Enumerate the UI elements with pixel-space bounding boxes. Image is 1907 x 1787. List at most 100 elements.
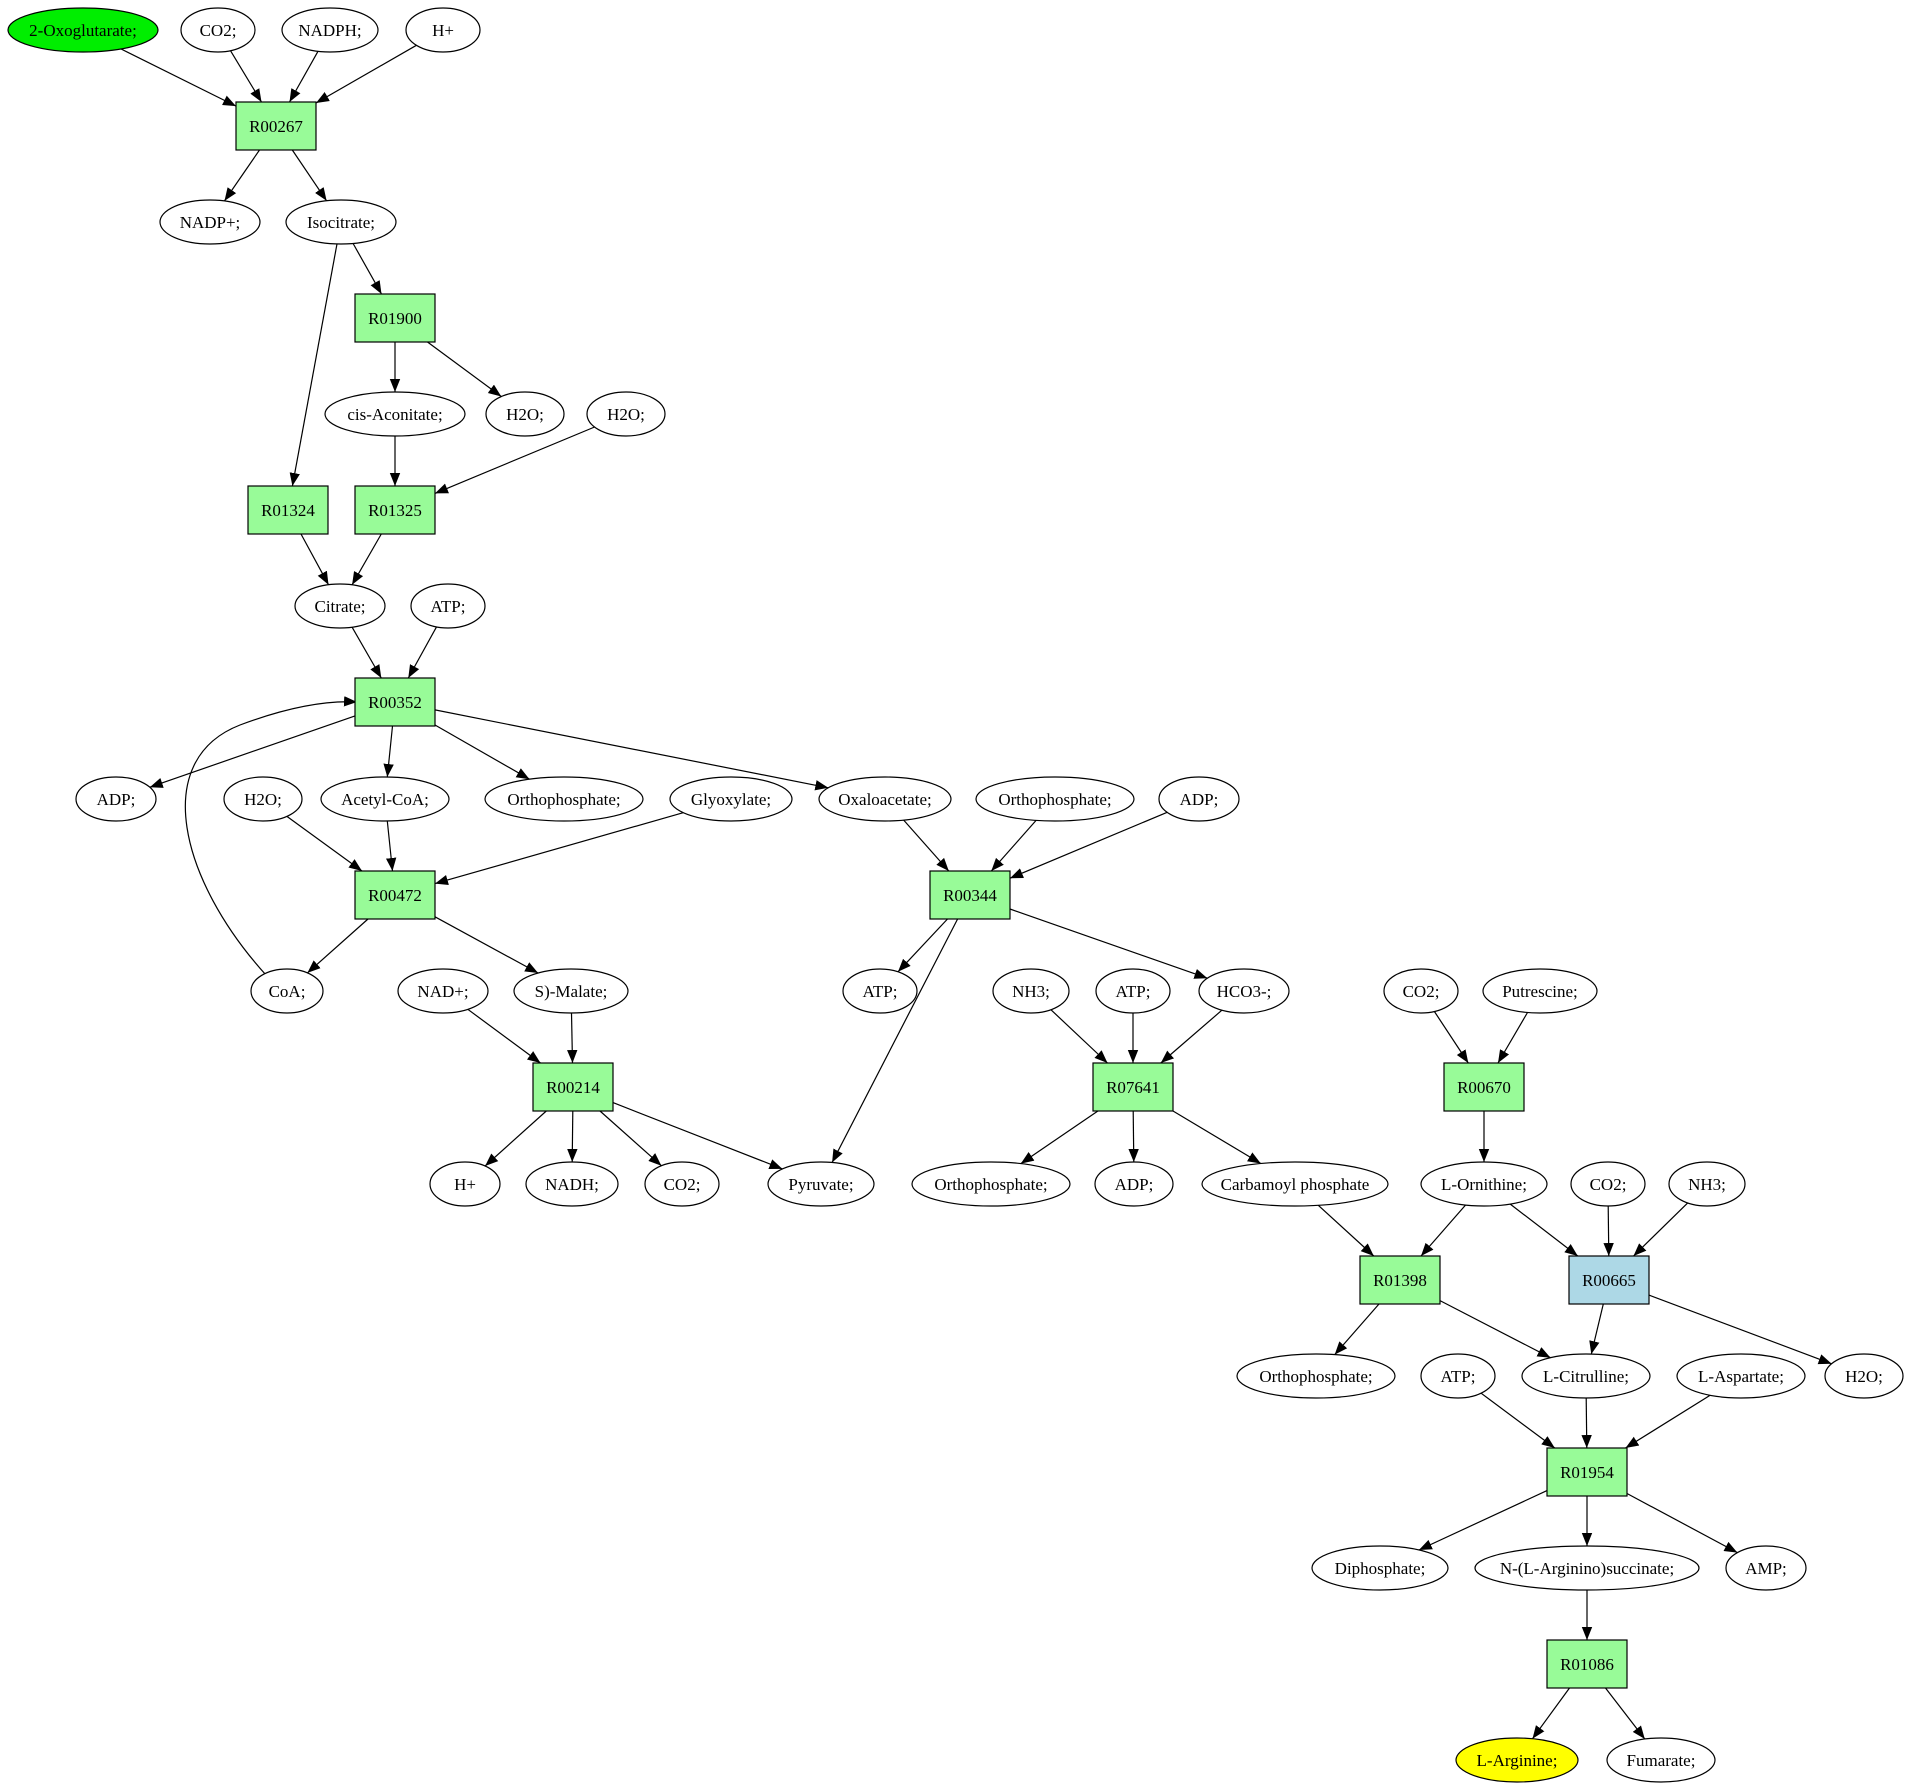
node-R00267: R00267 xyxy=(235,101,317,151)
node-R01954: R01954 xyxy=(1546,1447,1628,1497)
edge-co2_b-to-R00670 xyxy=(1433,1011,1469,1064)
node-label: H2O; xyxy=(607,405,645,424)
compound-ellipse xyxy=(1158,776,1240,822)
edge-R07641-to-orthophosphate_c xyxy=(1020,1110,1099,1165)
node-label: Putrescine; xyxy=(1502,982,1578,1001)
node-hplus_b: H+ xyxy=(429,1161,501,1207)
node-co2_d: CO2; xyxy=(1570,1161,1646,1207)
node-atp_a: ATP; xyxy=(410,583,486,629)
edge-nh3_a-to-R07641 xyxy=(1050,1009,1108,1064)
node-label: CoA; xyxy=(269,982,306,1001)
node-R07641: R07641 xyxy=(1092,1062,1174,1112)
edge-atp_a-to-R00352 xyxy=(407,626,438,679)
node-nh3_a: NH3; xyxy=(992,968,1070,1014)
node-nad: NAD+; xyxy=(397,968,489,1014)
node-label: 2-Oxoglutarate; xyxy=(29,21,137,40)
node-citrate: Citrate; xyxy=(294,583,386,629)
node-label: ADP; xyxy=(97,790,136,809)
edge-isocitrate-to-R01900 xyxy=(352,243,383,295)
node-R00665: R00665 xyxy=(1568,1255,1650,1305)
reaction-box xyxy=(1443,1062,1525,1112)
compound-ellipse xyxy=(1668,1161,1746,1207)
node-h2o_d: H2O; xyxy=(1824,1353,1904,1399)
reaction-box xyxy=(354,870,436,920)
edge-h2o_c-to-R00472 xyxy=(286,815,363,872)
node-label: Acetyl-CoA; xyxy=(341,790,429,809)
edge-R00352-to-orthophosphate_a xyxy=(434,724,530,780)
edge-R01325-to-citrate xyxy=(351,533,382,586)
node-label: L-Arginine; xyxy=(1477,1751,1558,1770)
reaction-box xyxy=(1546,1447,1628,1497)
node-label: R01900 xyxy=(368,309,422,328)
edge-R01086-to-arginine xyxy=(1532,1687,1570,1740)
edge-nad-to-R00214 xyxy=(467,1008,541,1064)
node-label: NADPH; xyxy=(298,21,361,40)
edge-R07641-to-carbamoyl xyxy=(1172,1110,1262,1165)
node-label: cis-Aconitate; xyxy=(347,405,442,424)
edge-R01398-to-orthophosphate_d xyxy=(1334,1303,1380,1355)
edge-aspartate-to-R01954 xyxy=(1625,1394,1711,1449)
node-label: AMP; xyxy=(1745,1559,1787,1578)
node-label: Diphosphate; xyxy=(1335,1559,1426,1578)
compound-ellipse xyxy=(1676,1353,1806,1399)
compound-ellipse xyxy=(1420,1353,1496,1399)
node-label: R00472 xyxy=(368,886,422,905)
reaction-box xyxy=(1568,1255,1650,1305)
node-label: L-Aspartate; xyxy=(1698,1367,1784,1386)
node-label: H+ xyxy=(454,1175,476,1194)
compound-ellipse xyxy=(250,968,324,1014)
node-nadph: NADPH; xyxy=(281,7,379,53)
node-label: Orthophosphate; xyxy=(934,1175,1047,1194)
compound-ellipse xyxy=(180,7,256,53)
node-nadh: NADH; xyxy=(525,1161,619,1207)
edge-R00352-to-acetylcoa xyxy=(383,725,394,778)
node-label: ATP; xyxy=(1116,982,1151,1001)
edge-R01324-to-citrate xyxy=(300,533,330,585)
node-arginosuccinate: N-(L-Arginino)succinate; xyxy=(1474,1545,1700,1591)
compound-ellipse xyxy=(1095,968,1171,1014)
node-co2_a: CO2; xyxy=(180,7,256,53)
node-label: R00267 xyxy=(249,117,303,136)
node-co2_c: CO2; xyxy=(644,1161,720,1207)
node-label: Isocitrate; xyxy=(307,213,375,232)
node-label: NADH; xyxy=(545,1175,599,1194)
node-label: N-(L-Arginino)succinate; xyxy=(1500,1559,1674,1578)
edge-co2_d-to-R00665 xyxy=(1603,1205,1614,1257)
compound-ellipse xyxy=(320,776,450,822)
reaction-box xyxy=(1546,1639,1628,1689)
edges-layer xyxy=(120,44,1832,1740)
node-label: Pyruvate; xyxy=(788,1175,853,1194)
reaction-box xyxy=(235,101,317,151)
compound-ellipse xyxy=(1570,1161,1646,1207)
edge-putrescine-to-R00670 xyxy=(1497,1012,1529,1064)
compound-ellipse xyxy=(1094,1161,1174,1207)
node-R01086: R01086 xyxy=(1546,1639,1628,1689)
node-nadp: NADP+; xyxy=(159,199,261,245)
node-aspartate: L-Aspartate; xyxy=(1676,1353,1806,1399)
edge-R00352-to-oxaloacetate xyxy=(434,709,829,791)
node-label: Carbamoyl phosphate xyxy=(1221,1175,1370,1194)
compound-ellipse xyxy=(1383,968,1459,1014)
reaction-box xyxy=(1092,1062,1174,1112)
node-h2o_c: H2O; xyxy=(223,776,303,822)
compound-ellipse xyxy=(397,968,489,1014)
node-R01900: R01900 xyxy=(354,293,436,343)
edge-nadph-to-R00267 xyxy=(288,51,319,103)
node-label: H2O; xyxy=(1845,1367,1883,1386)
edge-R00344-to-hco3 xyxy=(1009,908,1208,979)
edge-R00267-to-nadp xyxy=(224,149,260,202)
node-label: S)-Malate; xyxy=(535,982,608,1001)
node-acetylcoa: Acetyl-CoA; xyxy=(320,776,450,822)
node-label: R01324 xyxy=(261,501,315,520)
edge-R01398-to-citrulline xyxy=(1439,1300,1551,1359)
node-label: H2O; xyxy=(506,405,544,424)
edge-oxoglutarate-to-R00267 xyxy=(120,48,237,107)
node-label: ATP; xyxy=(431,597,466,616)
node-orthophosphate_a: Orthophosphate; xyxy=(484,776,644,822)
node-label: L-Ornithine; xyxy=(1441,1175,1527,1194)
node-label: H2O; xyxy=(244,790,282,809)
compound-ellipse xyxy=(324,391,466,437)
node-label: R01086 xyxy=(1560,1655,1614,1674)
edge-R00214-to-co2_c xyxy=(599,1110,662,1167)
